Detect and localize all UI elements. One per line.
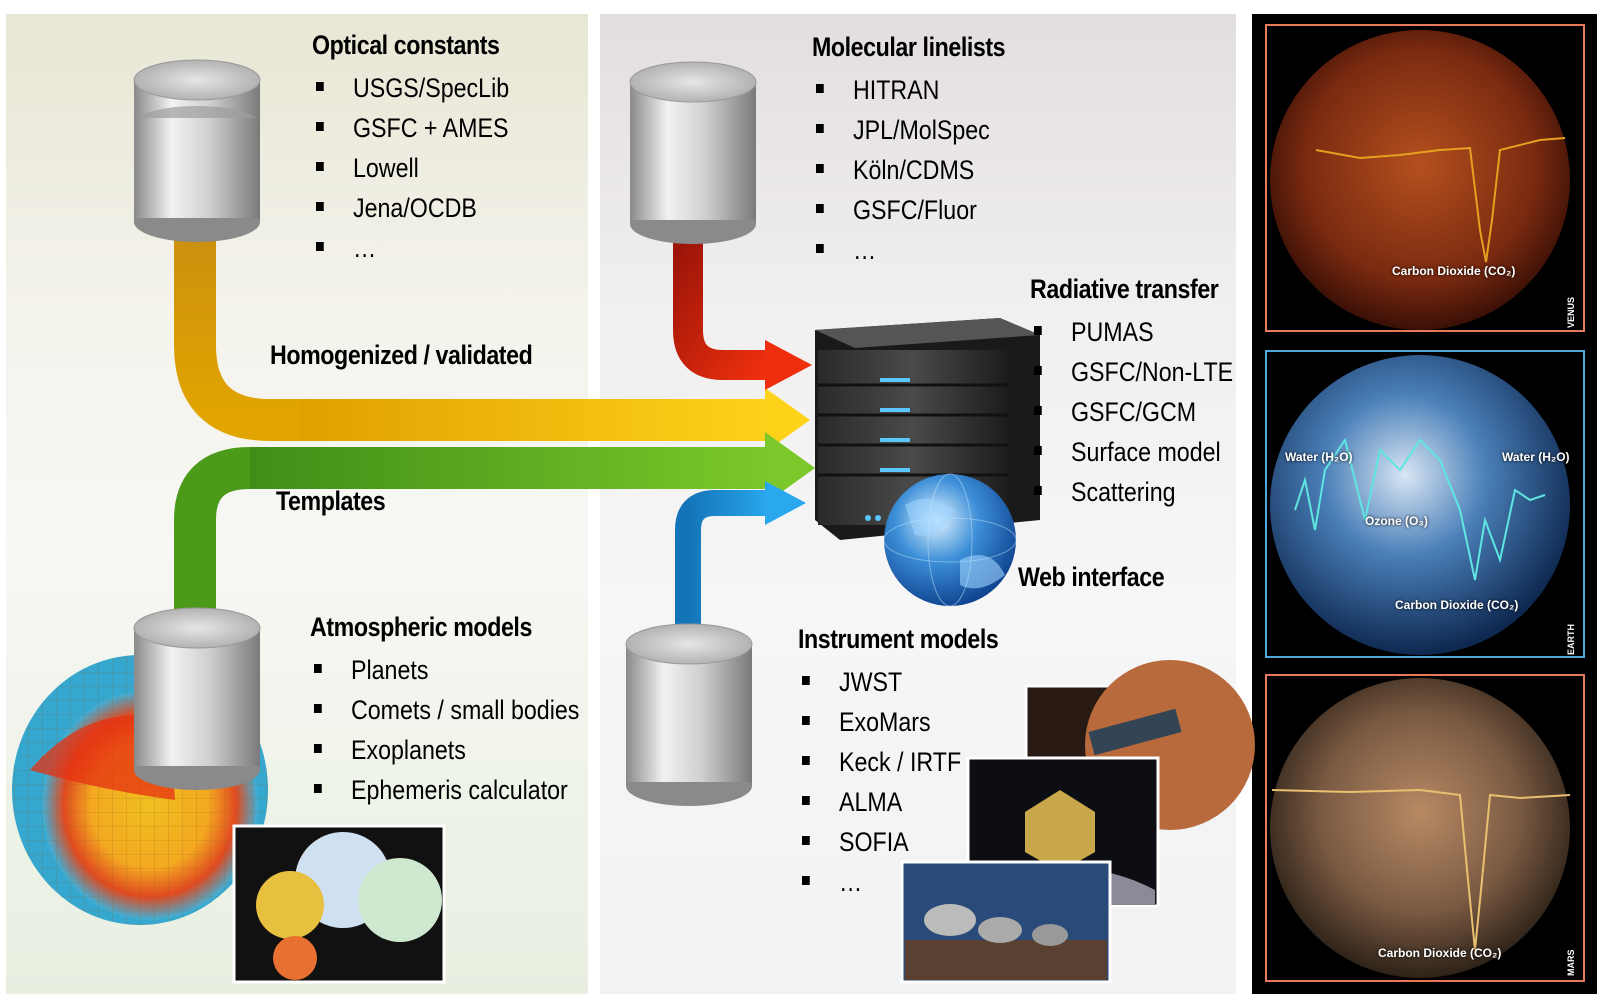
bullet-icon [802,756,810,766]
earth-water-label-left: Water (H₂O) [1285,450,1353,464]
list-item: Keck / IRTF [802,742,961,782]
list-item: SOFIA [802,822,961,862]
mars-frame [1265,674,1585,982]
mars-tag: MARS [1566,949,1576,977]
list-item: Comets / small bodies [314,690,579,730]
earth-ozone-label: Ozone (O₃) [1365,514,1428,528]
venus-frame [1265,24,1585,332]
optical-constants-title: Optical constants [312,30,500,60]
list-item: Exoplanets [314,730,579,770]
earth-co2-label: Carbon Dioxide (CO₂) [1395,598,1519,612]
bullet-icon [816,244,824,254]
bullet-icon [802,876,810,886]
bullet-icon [802,836,810,846]
earth-tag: EARTH [1566,624,1576,655]
list-item: Ephemeris calculator [314,770,579,810]
bullet-icon [816,204,824,214]
list-item: Scattering [1034,472,1233,512]
bullet-icon [314,704,322,714]
molecular-database-icon [629,61,757,244]
atmospheric-database-icon [133,607,261,790]
list-item: Lowell [316,148,509,188]
atmospheric-models-list: Planets Comets / small bodies Exoplanets… [314,650,579,810]
earth-image [1270,355,1570,655]
instrument-models-title: Instrument models [798,624,999,654]
alma-thumbnail [900,860,1112,984]
web-interface-label: Web interface [1018,562,1165,592]
list-item: JWST [802,662,961,702]
templates-arrow [174,432,815,640]
list-item: PUMAS [1034,312,1233,352]
bullet-icon [316,122,324,132]
list-item: Planets [314,650,579,690]
instrument-database-icon [625,623,753,806]
molecular-linelists-title: Molecular linelists [812,32,1006,62]
bullet-icon [802,796,810,806]
bullet-icon [314,664,322,674]
optical-database-icon [133,59,261,242]
exoplanet-thumbnail [232,824,446,984]
list-item: ALMA [802,782,961,822]
list-item: GSFC/Fluor [816,190,990,230]
mars-image [1270,678,1571,978]
homogenized-arrow [174,225,810,452]
venus-co2-label: Carbon Dioxide (CO₂) [1392,264,1516,278]
bullet-icon [316,82,324,92]
list-item: … [316,228,509,268]
radiative-transfer-title: Radiative transfer [1030,274,1219,304]
radiative-transfer-list: PUMAS GSFC/Non-LTE GSFC/GCM Surface mode… [1034,312,1233,512]
earth-frame [1265,350,1585,658]
globe-icon [883,473,1017,607]
venus-image [1270,30,1570,330]
bullet-icon [816,164,824,174]
linelist-arrow [673,235,812,390]
bullet-icon [1034,446,1042,456]
bullet-icon [816,84,824,94]
list-item: Köln/CDMS [816,150,990,190]
list-item: JPL/MolSpec [816,110,990,150]
list-item: GSFC/Non-LTE [1034,352,1233,392]
list-item: Jena/OCDB [316,188,509,228]
atmospheric-models-title: Atmospheric models [310,612,532,642]
list-item: … [816,230,990,270]
list-item: ExoMars [802,702,961,742]
list-item: HITRAN [816,70,990,110]
bullet-icon [316,162,324,172]
bullet-icon [1034,486,1042,496]
bullet-icon [314,784,322,794]
venus-tag: VENUS [1566,296,1576,328]
bullet-icon [802,676,810,686]
bullet-icon [1034,366,1042,376]
bullet-icon [314,744,322,754]
mars-co2-label: Carbon Dioxide (CO₂) [1378,946,1502,960]
bullet-icon [1034,406,1042,416]
bullet-icon [816,124,824,134]
earth-water-label-right: Water (H₂O) [1502,450,1570,464]
list-item: … [802,862,961,902]
bullet-icon [316,202,324,212]
list-item: Surface model [1034,432,1233,472]
molecular-linelists-list: HITRAN JPL/MolSpec Köln/CDMS GSFC/Fluor … [816,70,990,270]
instrument-arrow [675,481,806,625]
templates-label: Templates [276,486,386,516]
bullet-icon [1034,326,1042,336]
list-item: GSFC/GCM [1034,392,1233,432]
homogenized-label: Homogenized / validated [270,340,533,370]
list-item: GSFC + AMES [316,108,509,148]
optical-constants-list: USGS/SpecLib GSFC + AMES Lowell Jena/OCD… [316,68,509,268]
list-item: USGS/SpecLib [316,68,509,108]
bullet-icon [316,242,324,252]
instrument-models-list: JWST ExoMars Keck / IRTF ALMA SOFIA … [802,662,961,902]
bullet-icon [802,716,810,726]
